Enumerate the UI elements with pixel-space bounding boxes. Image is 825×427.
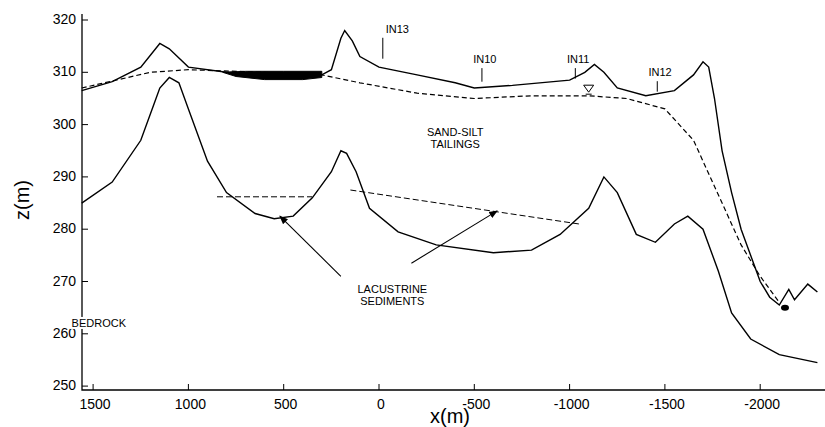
axis-tick-label: 320 xyxy=(53,12,76,27)
tick-mark xyxy=(379,384,380,390)
axis-tick-label: 0 xyxy=(377,397,385,412)
axis-line xyxy=(82,14,825,390)
lacustrine-boundary xyxy=(350,190,579,224)
well-label: IN12 xyxy=(649,66,672,78)
water-table-symbol xyxy=(584,85,594,92)
axis-tick-label: 500 xyxy=(274,397,297,412)
tick-mark xyxy=(82,72,88,73)
axis-title: z(m) xyxy=(11,180,33,220)
axis-tick-label: -2000 xyxy=(744,397,780,412)
axis-title: x(m) xyxy=(430,405,470,427)
axis-tick-label: 1000 xyxy=(175,397,206,412)
leader-line xyxy=(382,38,383,59)
tick-mark xyxy=(82,386,88,387)
axis-tick-label: 270 xyxy=(53,274,76,289)
unit-label: BEDROCK xyxy=(70,317,128,329)
axis-tick-label: 290 xyxy=(53,169,76,184)
tick-mark xyxy=(82,333,88,334)
axis-tick-label: -1000 xyxy=(554,397,590,412)
axis-tick-label: 280 xyxy=(53,221,76,236)
axis-tick-label: 310 xyxy=(53,65,76,80)
ground-surface xyxy=(82,31,818,306)
axis-tick-label: -1500 xyxy=(649,397,685,412)
water-table-symbol xyxy=(586,94,592,95)
unit-label: SAND-SILT TAILINGS xyxy=(413,126,497,150)
tick-mark xyxy=(283,384,284,390)
tick-mark xyxy=(82,124,88,125)
tick-mark xyxy=(82,176,88,177)
pointer-arrow xyxy=(411,211,497,263)
tick-mark xyxy=(82,229,88,230)
well-label: IN13 xyxy=(386,23,409,35)
outlet-point xyxy=(781,305,789,311)
axis-tick-label: 300 xyxy=(53,117,76,132)
leader-line xyxy=(657,81,658,91)
axis-tick-label: 250 xyxy=(53,378,76,393)
lacustrine-boundary xyxy=(217,196,312,197)
tick-mark xyxy=(82,281,88,282)
tick-mark xyxy=(93,384,94,390)
unit-label: LACUSTRINE SEDIMENTS xyxy=(345,282,439,306)
pointer-arrow xyxy=(280,216,341,276)
leader-line xyxy=(481,68,482,82)
tick-mark xyxy=(569,384,570,390)
tick-mark xyxy=(664,384,665,390)
tick-mark xyxy=(474,384,475,390)
tick-mark xyxy=(760,384,761,390)
tick-mark xyxy=(82,20,88,21)
tick-mark xyxy=(188,384,189,390)
well-label: IN11 xyxy=(567,53,589,65)
axis-tick-label: 1500 xyxy=(80,397,111,412)
bedrock-surface xyxy=(82,78,818,363)
well-label: IN10 xyxy=(473,53,496,65)
leader-line xyxy=(575,68,576,78)
